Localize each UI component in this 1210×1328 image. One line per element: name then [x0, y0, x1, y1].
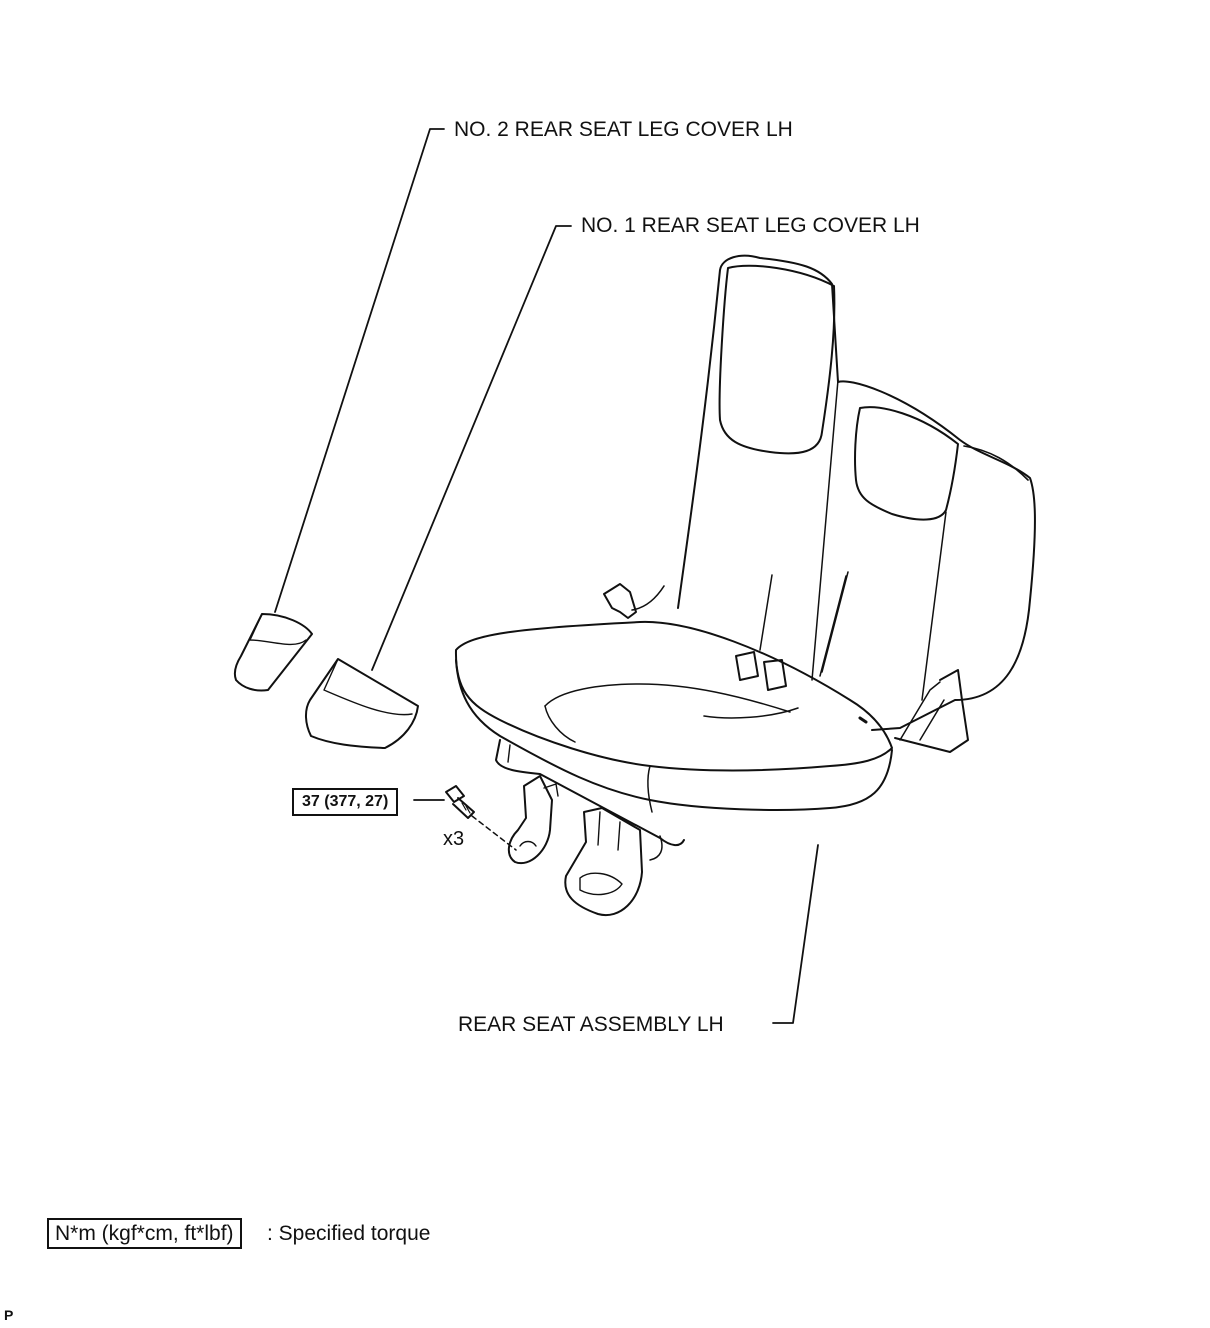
leader-lines — [274, 128, 819, 1024]
legend-description: : Specified torque — [267, 1222, 431, 1245]
label-rear-seat-assembly: REAR SEAT ASSEMBLY LH — [458, 1013, 724, 1036]
bolt-quantity: x3 — [443, 828, 465, 850]
legend-torque-units: N*m (kgf*cm, ft*lbf) — [47, 1218, 242, 1249]
no2-leg-cover-part — [233, 613, 313, 692]
label-no1-rear-seat-leg-cover: NO. 1 REAR SEAT LEG COVER LH — [581, 214, 920, 237]
corner-mark: P — [4, 1307, 14, 1323]
torque-spec-box: 37 (377, 27) — [292, 788, 399, 816]
label-no2-rear-seat-leg-cover: NO. 2 REAR SEAT LEG COVER LH — [454, 118, 793, 141]
no1-leg-cover-part — [305, 658, 419, 749]
leader-seat-assembly — [772, 844, 819, 1024]
leader-no1-cover — [371, 225, 572, 671]
leader-no2-cover — [274, 128, 445, 613]
rear-seat-assembly-part — [454, 254, 1036, 917]
